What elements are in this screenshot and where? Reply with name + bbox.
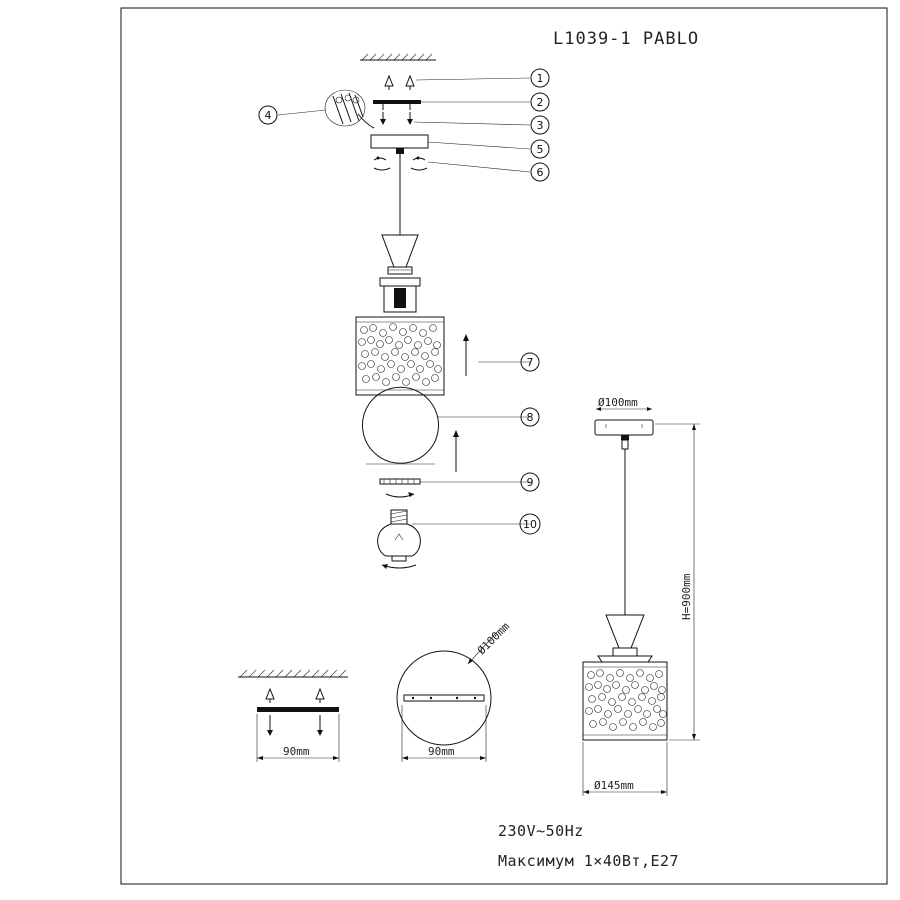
bracket-detail: 90mm — [238, 669, 348, 762]
cover-caps — [373, 156, 428, 171]
callout-10: 10 — [519, 513, 541, 535]
light-bulb — [377, 509, 421, 569]
svg-text:4: 4 — [265, 109, 272, 122]
callout-9: 9 — [520, 472, 540, 492]
wall-plugs — [384, 74, 415, 90]
svg-text:5: 5 — [537, 143, 544, 156]
canopy-bottom-view: 90mm Ø100mm — [396, 620, 513, 762]
canopy-bracket-width-label: 90mm — [428, 745, 455, 758]
voltage-spec: 230V~50Hz — [498, 822, 584, 840]
svg-text:7: 7 — [527, 356, 534, 369]
arrow-up-icon — [463, 334, 469, 376]
callout-7: 7 — [520, 352, 540, 372]
assembled-view: Ø100mm H=900mm Ø145mm — [582, 396, 700, 796]
glass-globe — [362, 386, 439, 465]
canopy-diameter-label: Ø100mm — [598, 396, 638, 409]
svg-text:1: 1 — [537, 72, 544, 85]
retaining-ring — [379, 478, 421, 498]
svg-text:2: 2 — [537, 96, 544, 109]
max-power-spec: Максимум 1×40Вт,E27 — [498, 852, 679, 870]
callout-2: 2 — [530, 92, 550, 112]
callout-3: 3 — [530, 115, 550, 135]
svg-text:3: 3 — [537, 119, 544, 132]
callout-1: 1 — [530, 68, 550, 88]
mounting-bracket — [373, 100, 421, 110]
canopy — [370, 134, 429, 154]
svg-text:9: 9 — [527, 476, 534, 489]
callout-balloons: 1 2 3 4 5 6 7 8 9 10 — [258, 68, 550, 535]
height-label: H=900mm — [680, 573, 693, 620]
screws — [380, 112, 413, 125]
svg-text:10: 10 — [523, 518, 537, 531]
ceiling-hatch — [360, 53, 436, 61]
callout-4: 4 — [258, 105, 278, 125]
terminal-block — [324, 89, 375, 129]
callout-5: 5 — [530, 139, 550, 159]
crystal-shade — [355, 316, 445, 396]
svg-text:8: 8 — [527, 411, 534, 424]
arrow-up-icon — [453, 430, 459, 472]
model-title: L1039-1 PABLO — [553, 29, 699, 49]
shade-diameter-label: Ø145mm — [594, 779, 634, 792]
lamp-holder — [379, 277, 421, 313]
sheet-border — [120, 7, 888, 885]
callout-6: 6 — [530, 162, 550, 182]
callout-8: 8 — [520, 407, 540, 427]
round-canopy-diameter-label: Ø100mm — [475, 620, 513, 658]
decorative-cone — [381, 234, 419, 275]
svg-text:6: 6 — [537, 166, 544, 179]
bracket-width-label: 90mm — [283, 745, 310, 758]
